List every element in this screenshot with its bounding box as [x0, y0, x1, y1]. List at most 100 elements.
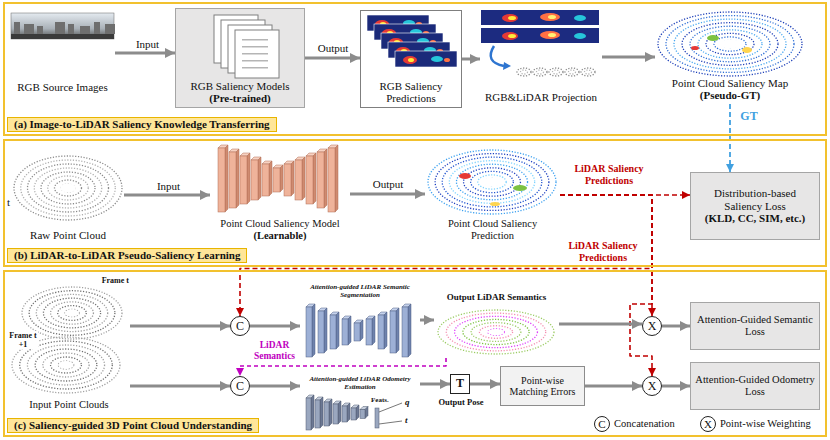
node-label: Output Pose — [421, 398, 501, 408]
node-label: Output LiDAR Semantics — [437, 292, 556, 302]
illustration — [210, 144, 350, 244]
connector-arrow — [560, 195, 652, 316]
text-group: RGB&LiDAR Projection — [483, 91, 599, 104]
node-label: (Learnable) — [213, 230, 347, 242]
node-label: Attention-guided LiDAR Odometry Estimati… — [303, 374, 417, 391]
connector-arrow — [130, 385, 230, 388]
text-group: Attention-guided LiDAR Semantic Segmenta… — [303, 282, 417, 299]
node-label: Attention-guided LiDAR Semantic Segmenta… — [303, 282, 417, 299]
cut-label: t — [7, 196, 10, 209]
connector-arrow — [470, 383, 500, 386]
stage-label: (b) LiDAR-to-LiDAR Pseudo-Saliency Learn… — [7, 248, 247, 263]
text-group: Distribution-based Saliency Loss(KLD, CC… — [694, 187, 816, 225]
node-label: (Pre-trained) — [179, 92, 301, 105]
text-group: Raw Point Cloud — [15, 229, 121, 242]
connector-arrow — [560, 195, 652, 376]
edge-label: LiDAR Saliency Predictions — [560, 240, 646, 263]
stage-panel: (a) Image-to-LiDAR Saliency Knowledge Tr… — [3, 2, 827, 136]
illustration — [12, 146, 124, 244]
loss-box: Distribution-based Saliency Loss(KLD, CC… — [690, 172, 820, 240]
model-box: RGB Saliency Models(Pre-trained) — [175, 8, 305, 108]
text-group: Point Cloud Saliency Prediction — [428, 218, 557, 242]
stage-panel: (c) Saliency-guided 3D Point Cloud Under… — [3, 270, 827, 437]
illustration — [655, 4, 805, 104]
node-label: (KLD, CC, SIM, etc.) — [694, 212, 816, 225]
point-cloud-figure: Point Cloud Saliency Prediction — [425, 146, 560, 244]
node-label: RGB Saliency Models — [179, 80, 301, 93]
output-label: q — [405, 397, 410, 407]
node-label: X — [648, 380, 657, 392]
node-label: Point-wise Matching Errors — [504, 375, 581, 398]
node-label: Attention-Guided Semantic Loss — [694, 314, 816, 338]
connector-arrow — [420, 319, 434, 322]
connector-arrow — [130, 325, 230, 328]
connector-arrow — [462, 58, 480, 61]
weighting-symbol: X — [642, 316, 662, 336]
loss-box: Attention-Guided Odometry Loss — [690, 362, 820, 410]
node-label: RGB Source Images — [13, 81, 112, 94]
text-group: RGB Saliency Predictions — [364, 80, 458, 105]
node-label: RGB&LiDAR Projection — [483, 91, 599, 104]
node-label: C — [236, 320, 244, 332]
node-label: Point Cloud Saliency Prediction — [428, 218, 557, 242]
process-box: Point-wise Matching Errors — [500, 366, 585, 406]
text-group: Attention-Guided Semantic Loss — [694, 314, 816, 338]
node-label: Input Point Clouds — [8, 399, 130, 411]
concat-symbol: C — [230, 376, 250, 396]
stage-panel: (b) LiDAR-to-LiDAR Pseudo-Saliency Learn… — [3, 139, 827, 267]
node-label: Distribution-based Saliency Loss — [694, 187, 816, 212]
legend-text: Point-wise Weighting — [720, 418, 811, 430]
connector-arrow — [250, 325, 300, 328]
text-group: Attention-Guided Odometry Loss — [694, 374, 816, 398]
edge-label: Output — [309, 42, 357, 55]
stage-label: (c) Saliency-guided 3D Point Cloud Under… — [7, 418, 259, 433]
text-group: RGB Saliency Models(Pre-trained) — [179, 80, 301, 105]
image-figure: RGB Source Images — [10, 10, 115, 96]
text-group: Output LiDAR Semantics — [437, 292, 556, 302]
concat-symbol: C — [230, 316, 250, 336]
edge-label: Input — [125, 38, 170, 51]
connector-arrow — [250, 385, 300, 388]
node-label: Point Cloud Saliency Map — [658, 77, 802, 90]
text-group: Point Cloud Saliency Map(Pseudo-GT) — [658, 77, 802, 102]
text-group: Point-wise Matching Errors — [504, 375, 581, 398]
connector-arrow — [240, 195, 652, 316]
projection-figure: RGB&LiDAR Projection — [480, 8, 602, 106]
illustration — [480, 8, 602, 106]
edge-label: GT — [737, 110, 761, 124]
node-label: X — [648, 320, 657, 332]
loss-box: Attention-Guided Semantic Loss — [690, 302, 820, 350]
pose-box: TOutput Pose — [450, 374, 470, 394]
connector-arrow — [115, 52, 175, 55]
prediction-box: RGB Saliency Predictions — [360, 10, 462, 108]
connector-arrow — [124, 194, 210, 197]
node-label: Frame t +1 — [8, 331, 38, 349]
illustration — [425, 146, 560, 244]
legend-text: Concatenation — [614, 418, 675, 430]
network-figure: Attention-guided LiDAR Odometry Estimati… — [300, 372, 420, 432]
node-label: (Pseudo-GT) — [658, 89, 802, 102]
connector-arrow — [420, 383, 450, 386]
node-label: C — [236, 380, 244, 392]
connector-arrow — [305, 57, 360, 60]
point-cloud-figure: Frame t Frame t +1 Input Point Clouds — [8, 275, 130, 411]
connector-arrow — [350, 193, 425, 196]
connector-arrow — [585, 385, 642, 388]
node-label: Frame t — [101, 276, 130, 285]
edge-label: LiDAR Saliency Predictions — [568, 163, 650, 186]
node-label: T — [451, 377, 469, 391]
node-label: Attention-Guided Odometry Loss — [694, 374, 816, 398]
edge-label: Output — [364, 178, 412, 191]
connector-arrow — [662, 325, 690, 328]
legend-sample: C — [594, 416, 610, 432]
semantics-figure: Output LiDAR Semantics — [434, 290, 559, 358]
connector-arrow — [662, 385, 690, 388]
saliency-map-figure: Point Cloud Saliency Map(Pseudo-GT) — [655, 4, 805, 104]
node-label: RGB Saliency Predictions — [364, 80, 458, 105]
legend-sample: X — [700, 416, 716, 432]
text-group: Attention-guided LiDAR Odometry Estimati… — [303, 374, 417, 391]
edge-label: LiDAR Semantics — [250, 340, 299, 362]
node-label: Raw Point Cloud — [15, 229, 121, 242]
connector-arrow — [602, 56, 655, 59]
